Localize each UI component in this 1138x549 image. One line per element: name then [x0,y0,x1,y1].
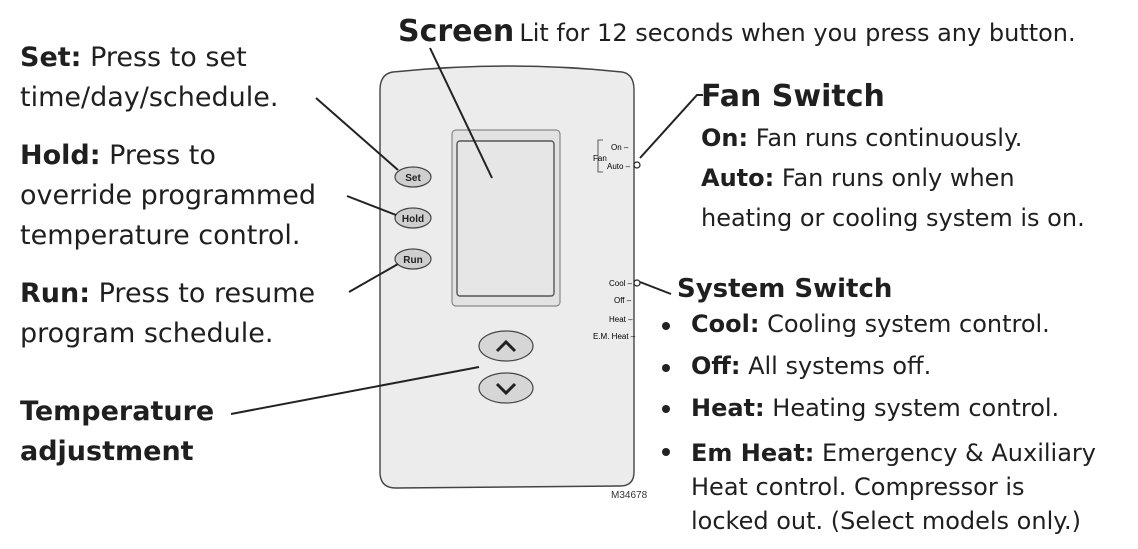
set-button-label: Set [405,173,421,184]
run-callout: Run: Press to resume program schedule. [20,274,315,354]
system-item-off-text: All systems off. [748,352,932,380]
system-switch-title: System Switch [677,274,893,304]
system-item-emheat-text: Emergency & Auxiliary [822,439,1096,467]
set-callout-line1: Press to set [90,42,247,73]
fan-auto-text2: heating or cooling system is on. [701,204,1085,232]
fan-on-text: Fan runs continuously. [755,124,1023,152]
run-callout-title: Run: [20,278,91,309]
system-item-cool-text: Cooling system control. [767,310,1050,338]
fan-on-label: On: [701,124,749,152]
bullet-heat [662,405,670,413]
fan-auto-label: Auto: [701,164,775,192]
screen-callout: Screen Lit for 12 seconds when you press… [398,14,1076,49]
fan-bracket [597,139,603,173]
hold-button[interactable] [394,207,432,229]
system-item-heat: Heat: Heating system control. [691,394,1059,422]
set-button[interactable] [394,166,432,188]
screen-callout-title: Screen [398,14,515,49]
run-button[interactable] [394,248,432,270]
hold-button-label: Hold [402,214,424,225]
chevron-down-icon [495,382,517,396]
hold-callout-title: Hold: [20,140,101,171]
display-screen [456,140,555,297]
hold-callout-line1: Press to [109,140,216,171]
system-emheat-mark: E.M. Heat – [593,332,636,341]
temp-down-button[interactable] [478,372,534,404]
screen-callout-text: Lit for 12 seconds when you press any bu… [519,19,1076,47]
system-item-emheat-text3: locked out. (Select models only.) [691,507,1082,535]
system-item-emheat-label: Em Heat: [691,439,815,467]
fan-switch-knob[interactable] [633,161,641,169]
set-callout-title: Set: [20,42,82,73]
fan-on-mark: On – [611,143,629,152]
system-item-heat-text: Heating system control. [772,394,1060,422]
system-item-off-label: Off: [691,352,741,380]
bullet-off [662,364,670,372]
system-off-mark: Off – [614,296,632,305]
chevron-up-icon [495,339,517,353]
system-switch-knob[interactable] [633,279,641,287]
system-cool-mark: Cool – [609,279,633,288]
hold-callout: Hold: Press to override programmed tempe… [20,136,316,256]
temp-callout: Temperature adjustment [20,392,214,472]
system-heat-mark: Heat – [609,315,633,324]
model-code: M34678 [611,490,648,501]
temp-leader [230,366,480,415]
run-callout-line2: program schedule. [20,318,274,349]
system-item-heat-label: Heat: [691,394,765,422]
bullet-cool [662,322,670,330]
fan-leader [639,94,703,159]
temp-callout-line1: Temperature [20,396,215,427]
fan-switch-details: On: Fan runs continuously. Auto: Fan run… [701,118,1085,238]
system-item-off: Off: All systems off. [691,352,931,380]
set-callout: Set: Press to set time/day/schedule. [20,38,278,118]
system-item-emheat-text2: Heat control. Compressor is [691,473,1025,501]
temp-up-button[interactable] [478,330,534,362]
hold-callout-line2: override programmed [20,180,316,211]
run-callout-line1: Press to resume [98,278,316,309]
fan-auto-mark: Auto – [607,162,631,171]
fan-switch-title: Fan Switch [701,79,885,114]
system-item-cool: Cool: Cooling system control. [691,310,1050,338]
bullet-emheat [662,448,670,456]
fan-auto-text: Fan runs only when [781,164,1015,192]
set-leader [315,97,399,171]
hold-leader [346,195,397,216]
fan-switch-callout: Fan Switch [701,78,885,116]
set-callout-line2: time/day/schedule. [20,82,279,113]
temp-callout-line2: adjustment [20,436,194,467]
fan-mark-label: Fan [593,154,607,163]
system-item-cool-label: Cool: [691,310,760,338]
run-leader [348,263,399,293]
system-leader [639,281,672,295]
screen-leader [429,47,493,179]
hold-callout-line3: temperature control. [20,220,301,251]
run-button-label: Run [403,255,422,266]
system-item-emheat: Em Heat: Emergency & Auxiliary Heat cont… [691,436,1096,538]
